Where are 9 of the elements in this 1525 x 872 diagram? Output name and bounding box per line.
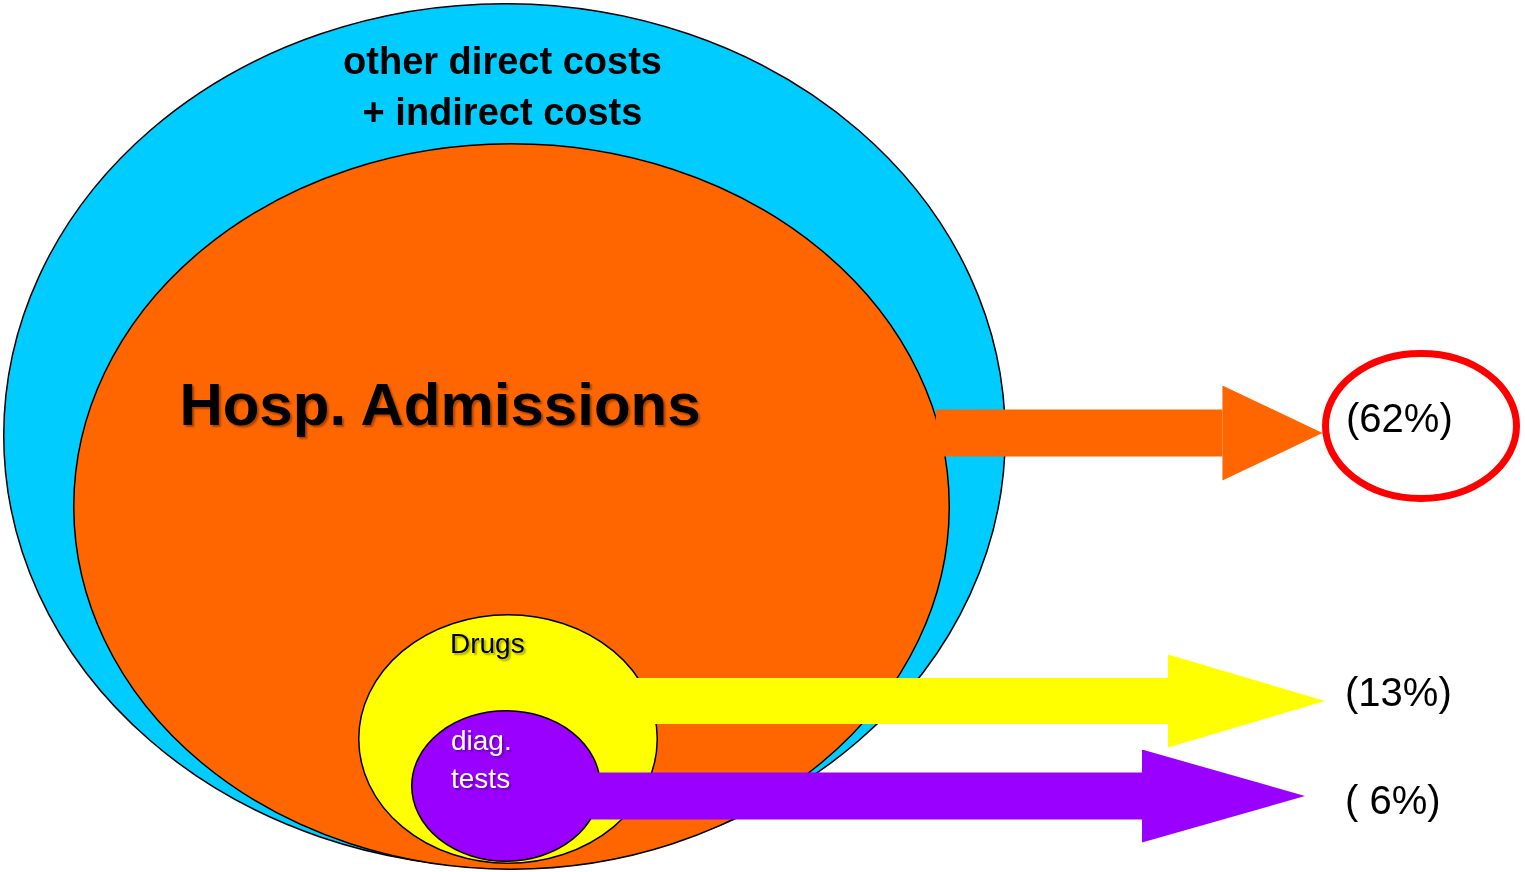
ellipse-label: other direct costs + indirect costs xyxy=(342,39,663,136)
percentage-label: (13%) xyxy=(1345,670,1452,715)
ellipse-label: diag. tests xyxy=(451,724,513,796)
block-arrow xyxy=(935,385,1323,481)
ellipse-label: (62%) xyxy=(1346,396,1453,441)
percentage-label: ( 6%) xyxy=(1345,778,1441,823)
ellipse-label: Drugs xyxy=(450,628,525,660)
ellipse-label: Hosp. Admissions xyxy=(178,370,702,439)
block-arrow xyxy=(590,749,1305,843)
